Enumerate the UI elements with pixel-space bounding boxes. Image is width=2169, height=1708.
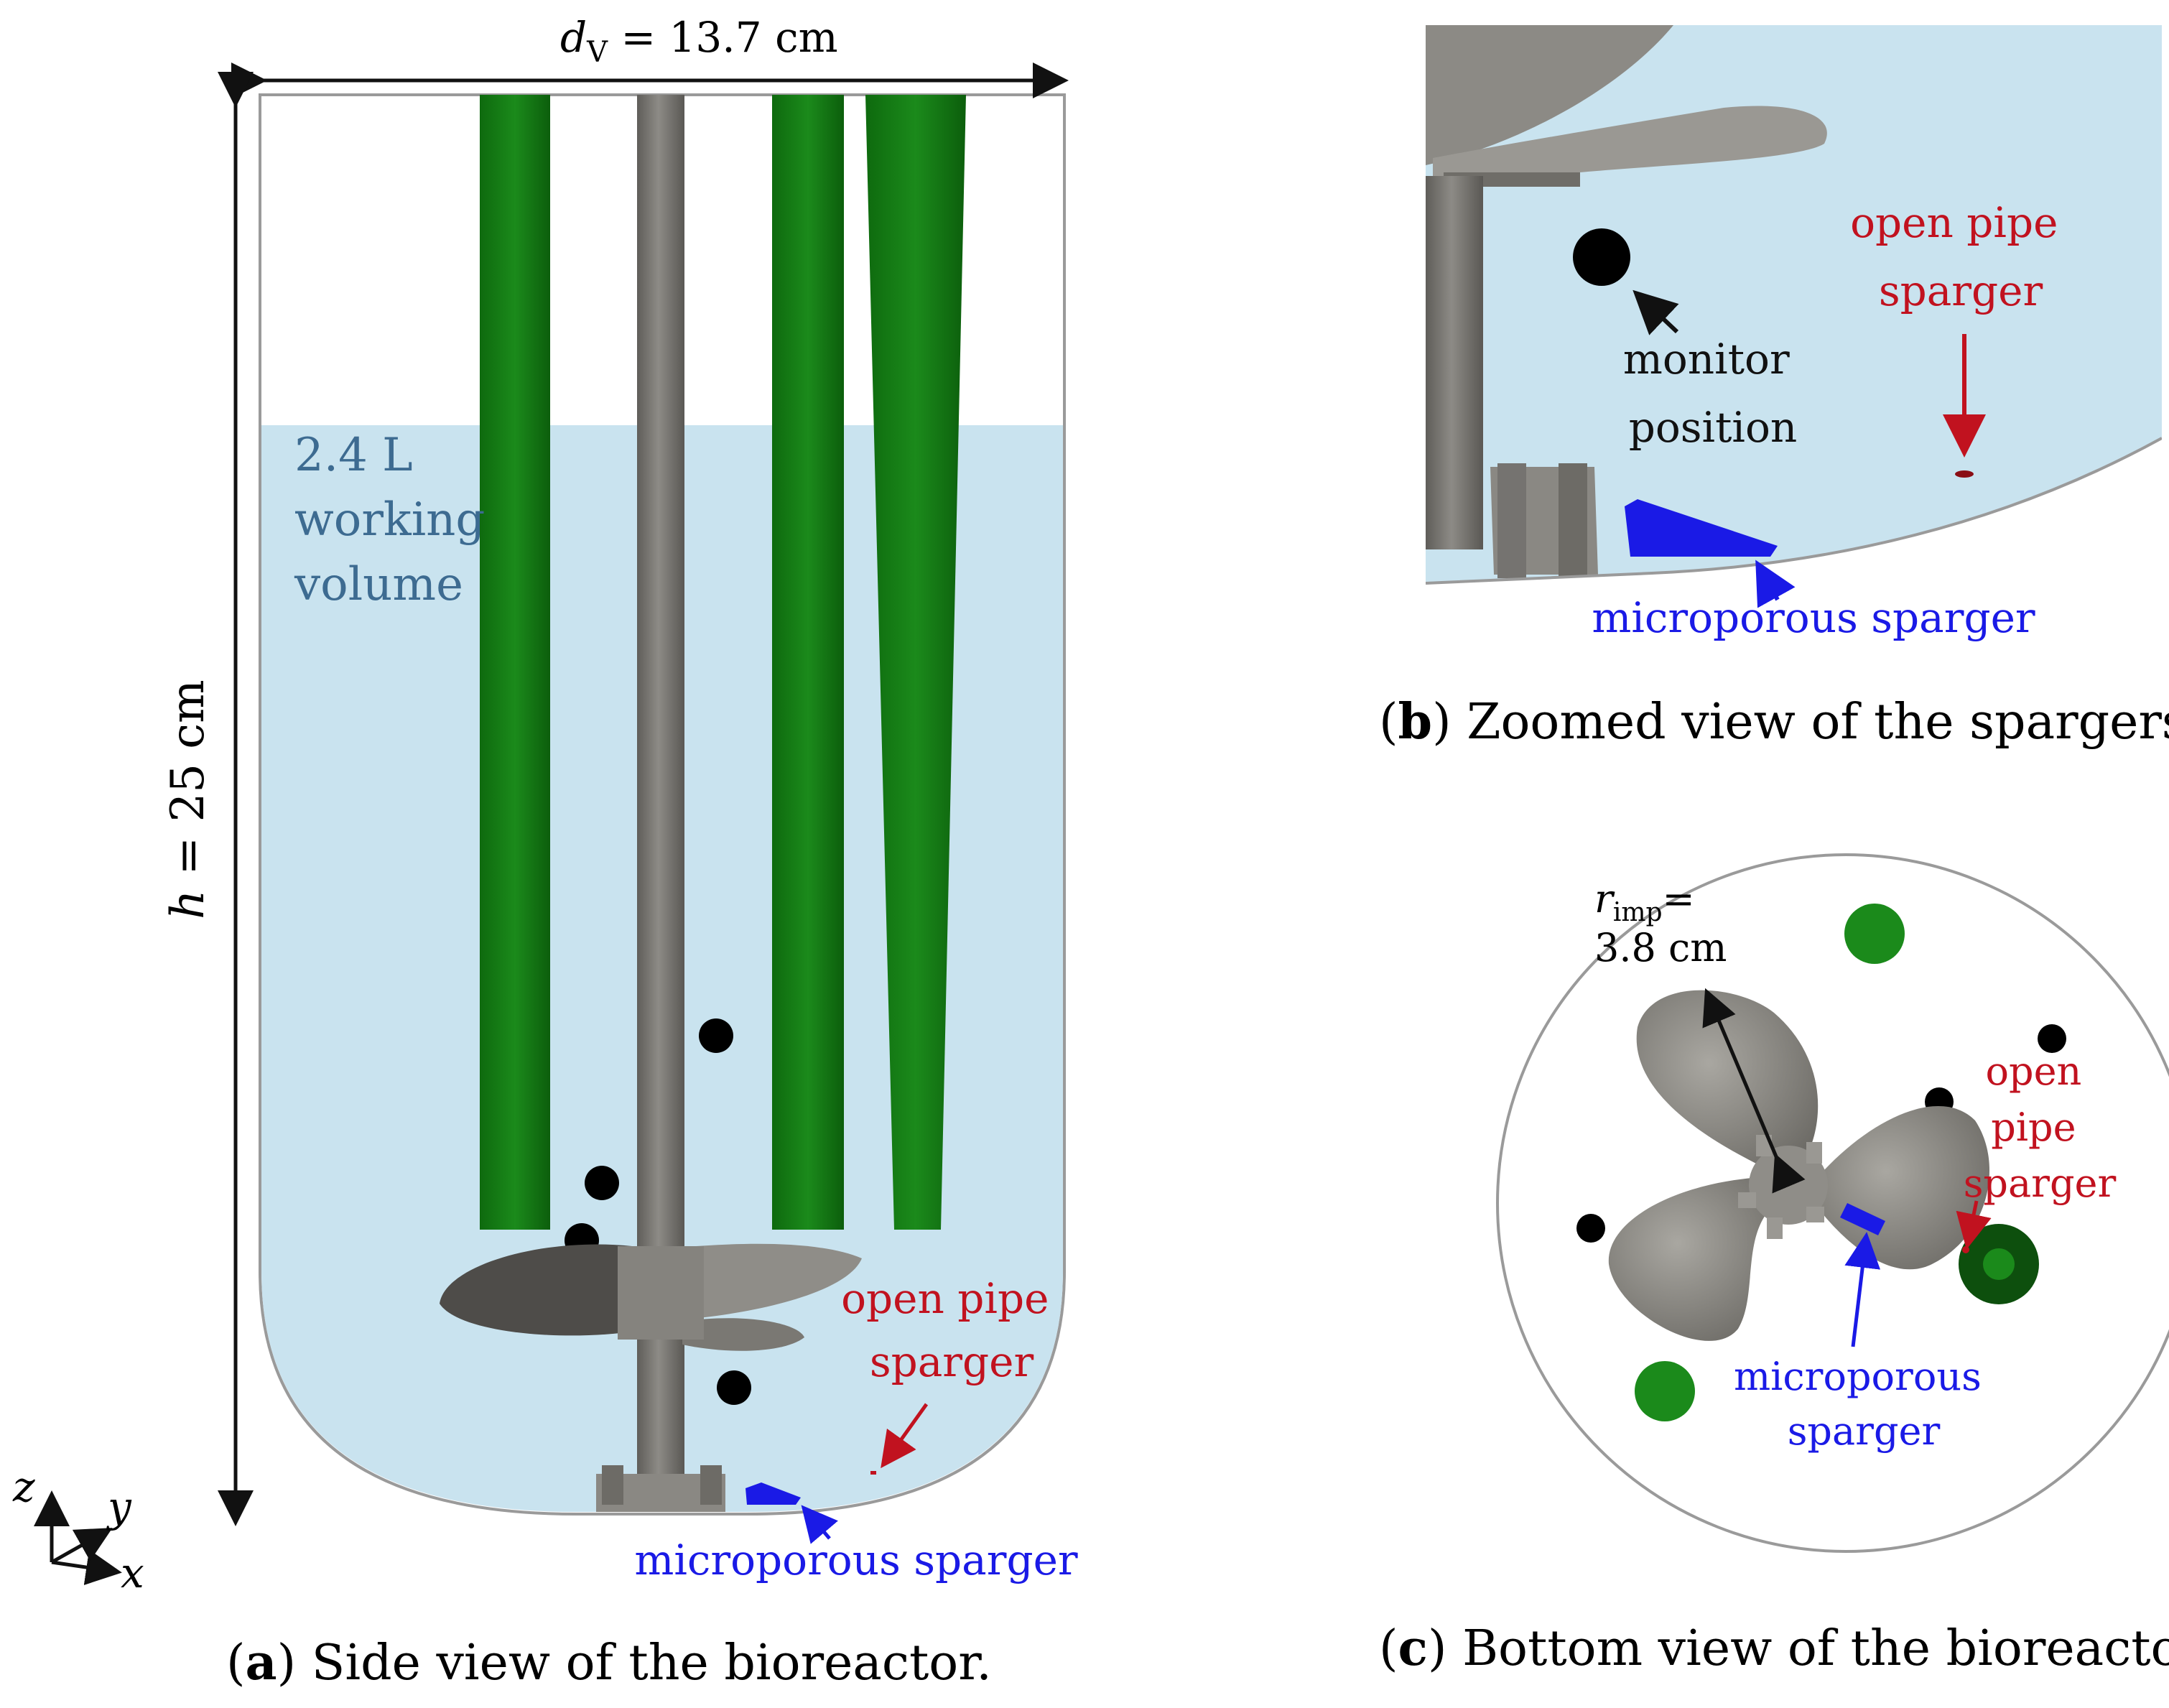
panel-b-zoomed-view: open pipe sparger monitor position micro…	[1379, 25, 2169, 751]
monitor-dot	[717, 1370, 751, 1405]
caption-a: (a) Side view of the bioreactor.	[226, 1634, 992, 1691]
microporous-sparger	[746, 1482, 801, 1505]
baffle-left	[480, 95, 550, 1230]
monitor-dot-c	[1576, 1214, 1605, 1243]
microporous-sparger-b	[1625, 499, 1778, 557]
microporous-arrow-a	[801, 1505, 838, 1544]
baffle-center	[772, 95, 844, 1230]
radius-arrow	[1702, 988, 1806, 1194]
monitor-dot	[699, 1018, 733, 1053]
caption-b: (b) Zoomed view of the spargers	[1379, 693, 2169, 751]
monitor-arrow	[1632, 289, 1679, 335]
monitor-dot	[585, 1166, 619, 1200]
panel-c-bottom-view: rimp= 3.8 cm open pipe sparger microporo…	[1379, 853, 2169, 1677]
radius-label: rimp=	[1594, 876, 1695, 927]
microporous-sparger-c	[1840, 1203, 1885, 1235]
open-pipe-sparger-b	[1955, 470, 1974, 478]
monitor-dot-c	[2038, 1024, 2066, 1053]
microporous-arrow-c	[1844, 1232, 1881, 1347]
microporous-label-b: microporous sparger	[1592, 593, 2035, 642]
monitor-position-dot	[1573, 228, 1630, 286]
panel-a-side-view: dV = 13.7 cm h = 25 cm 2.4 L working vol…	[12, 13, 1078, 1691]
working-volume-label: 2.4 L working volume	[294, 429, 500, 611]
microporous-label-a: microporous sparger	[634, 1536, 1078, 1584]
width-dimension-label: dV = 13.7 cm	[560, 13, 838, 69]
open-pipe-label-c: open pipe sparger	[1964, 1049, 2117, 1206]
baffle-right	[865, 95, 966, 1230]
open-pipe-arrow-c	[1956, 1200, 1992, 1250]
axis-x-label: x	[121, 1549, 144, 1597]
monitor-position-label: monitor position	[1623, 335, 1803, 452]
radius-value: 3.8 cm	[1594, 925, 1727, 970]
height-dimension-label: h = 25 cm	[162, 679, 215, 919]
impeller	[440, 1243, 862, 1512]
baffle-top	[1844, 904, 1905, 964]
axis-z-label: z	[12, 1462, 35, 1511]
coordinate-axes: z y x	[12, 1462, 144, 1597]
open-pipe-label-a: open pipe sparger	[841, 1274, 1062, 1386]
baffle-bottom-left	[1635, 1361, 1695, 1421]
open-pipe-label-b: open pipe sparger	[1850, 198, 2071, 315]
microporous-label-c: microporous sparger	[1734, 1354, 1994, 1454]
caption-c: (c) Bottom view of the bioreactor.	[1379, 1620, 2169, 1677]
axis-y-label: y	[106, 1482, 132, 1531]
open-pipe-arrow-a	[881, 1403, 929, 1469]
microporous-arrow-b	[1755, 560, 1796, 608]
open-pipe-sparger-c	[1962, 1246, 1969, 1253]
open-pipe-sparger	[870, 1471, 876, 1475]
